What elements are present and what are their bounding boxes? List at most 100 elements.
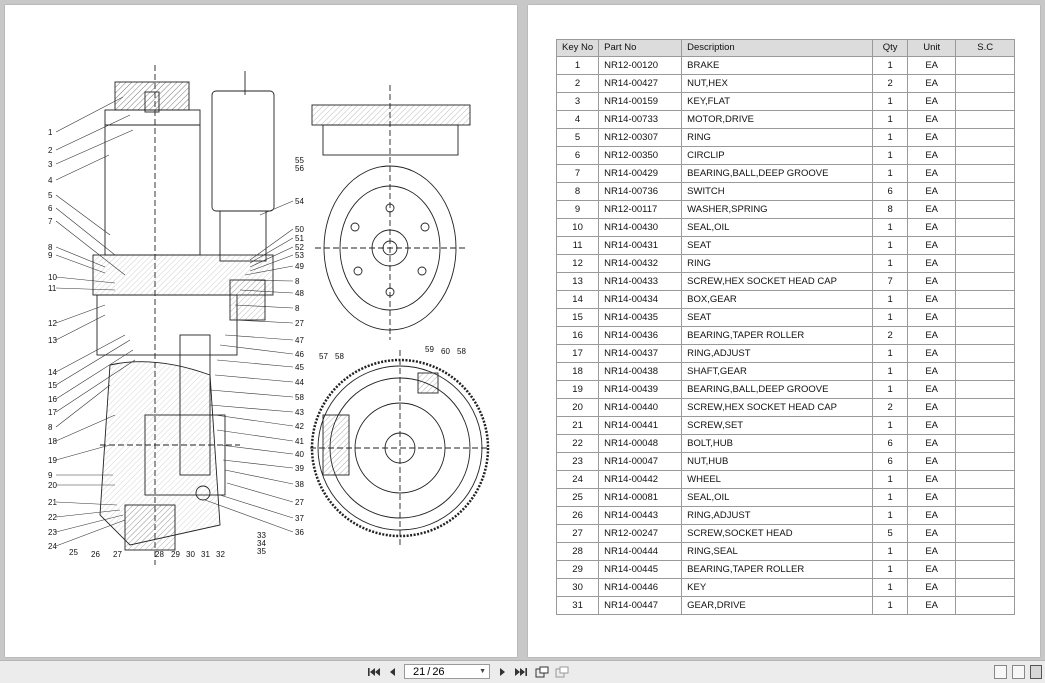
callout-number: 17 xyxy=(48,408,57,417)
description-cell: WASHER,SPRING xyxy=(681,200,874,219)
qty-cell: 1 xyxy=(872,470,909,489)
part-no-cell: NR14-00435 xyxy=(598,308,683,327)
callout-number: 16 xyxy=(48,395,57,404)
callout-number: 8 xyxy=(295,304,300,313)
callout-number: 40 xyxy=(295,450,304,459)
wheel-side-view xyxy=(311,85,471,340)
callout-number: 49 xyxy=(295,262,304,271)
key-no-cell: 20 xyxy=(555,398,600,417)
callout-number: 29 xyxy=(171,550,180,559)
ring-gear-view xyxy=(310,350,490,545)
sc-cell xyxy=(955,182,1016,201)
qty-cell: 1 xyxy=(872,56,909,75)
part-no-cell: NR14-00447 xyxy=(598,596,683,615)
unit-cell: EA xyxy=(907,200,957,219)
key-no-cell: 21 xyxy=(555,416,600,435)
description-cell: RING,ADJUST xyxy=(681,344,874,363)
key-no-cell: 16 xyxy=(555,326,600,345)
sc-cell xyxy=(955,74,1016,93)
key-no-cell: 22 xyxy=(555,434,600,453)
table-header-row: Key No Part No Description Qty Unit S.C xyxy=(555,39,1016,57)
unit-cell: EA xyxy=(907,56,957,75)
leader-line xyxy=(234,304,294,309)
page-separator: / xyxy=(427,665,431,678)
leader-line xyxy=(209,404,294,413)
sc-cell xyxy=(955,470,1016,489)
qty-cell: 8 xyxy=(872,200,909,219)
callout-number: 48 xyxy=(295,289,304,298)
callout-number: 7 xyxy=(48,217,53,226)
callout-number: 21 xyxy=(48,498,57,507)
key-no-cell: 18 xyxy=(555,362,600,381)
leader-line xyxy=(214,414,294,427)
last-page-icon[interactable] xyxy=(513,664,529,680)
callout-number: 5 xyxy=(48,191,53,200)
qty-cell: 1 xyxy=(872,560,909,579)
unit-cell: EA xyxy=(907,74,957,93)
sc-cell xyxy=(955,218,1016,237)
part-no-cell: NR14-00430 xyxy=(598,218,683,237)
qty-cell: 6 xyxy=(872,452,909,471)
callout-number: 15 xyxy=(48,381,57,390)
callout-number: 1 xyxy=(48,128,53,137)
key-no-cell: 5 xyxy=(555,128,600,147)
continuous-view-icon[interactable] xyxy=(1012,665,1025,679)
callout-number: 3 xyxy=(48,160,53,169)
part-no-cell: NR14-00438 xyxy=(598,362,683,381)
leader-line xyxy=(216,359,294,368)
key-no-cell: 4 xyxy=(555,110,600,129)
parts-list-page: Key No Part No Description Qty Unit S.C … xyxy=(528,5,1040,657)
sc-cell xyxy=(955,236,1016,255)
leader-line xyxy=(224,334,294,341)
key-no-cell: 24 xyxy=(555,470,600,489)
callout-number: 45 xyxy=(295,363,304,372)
key-no-cell: 27 xyxy=(555,524,600,543)
qty-cell: 1 xyxy=(872,362,909,381)
leader-line xyxy=(55,246,106,268)
part-no-cell: NR14-00733 xyxy=(598,110,683,129)
description-cell: KEY,FLAT xyxy=(681,92,874,111)
first-page-icon[interactable] xyxy=(366,664,382,680)
part-no-cell: NR14-00436 xyxy=(598,326,683,345)
unit-cell: EA xyxy=(907,182,957,201)
leader-line xyxy=(55,96,124,133)
qty-cell: 2 xyxy=(872,326,909,345)
part-no-cell: NR14-00736 xyxy=(598,182,683,201)
two-page-view-icon[interactable] xyxy=(1030,665,1042,679)
leader-line xyxy=(55,194,111,236)
copy-page-icon[interactable] xyxy=(554,664,570,680)
chevron-down-icon[interactable]: ▼ xyxy=(479,668,486,675)
header-unit: Unit xyxy=(907,39,957,57)
unit-cell: EA xyxy=(907,398,957,417)
qty-cell: 1 xyxy=(872,92,909,111)
unit-cell: EA xyxy=(907,434,957,453)
leader-line xyxy=(209,389,294,398)
sc-cell xyxy=(955,380,1016,399)
qty-cell: 1 xyxy=(872,128,909,147)
rotate-page-icon[interactable] xyxy=(534,664,550,680)
part-no-cell: NR14-00441 xyxy=(598,416,683,435)
callout-number: 32 xyxy=(216,550,225,559)
callout-number: 58 xyxy=(457,347,466,356)
next-page-icon[interactable] xyxy=(495,664,511,680)
qty-cell: 1 xyxy=(872,416,909,435)
part-no-cell: NR14-00048 xyxy=(598,434,683,453)
callout-number: 26 xyxy=(91,550,100,559)
single-page-view-icon[interactable] xyxy=(994,665,1007,679)
parts-table: Key No Part No Description Qty Unit S.C … xyxy=(555,39,1016,615)
prev-page-icon[interactable] xyxy=(384,664,400,680)
page-number-field[interactable]: 21 / 26 ▼ xyxy=(404,664,490,679)
leader-line xyxy=(55,154,110,181)
description-cell: RING xyxy=(681,128,874,147)
key-no-cell: 29 xyxy=(555,560,600,579)
sc-cell xyxy=(955,290,1016,309)
unit-cell: EA xyxy=(907,254,957,273)
